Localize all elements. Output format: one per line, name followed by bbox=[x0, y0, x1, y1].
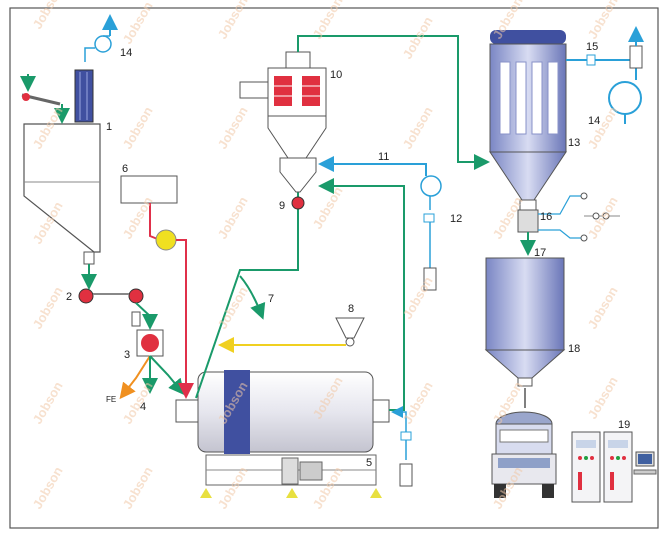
hot-air-duct-2 bbox=[176, 239, 194, 399]
svg-text:Jobson: Jobson bbox=[120, 379, 156, 427]
circulation-pump bbox=[155, 229, 177, 251]
additive-feeder bbox=[345, 337, 355, 347]
flow-to-dryer bbox=[149, 355, 185, 396]
label-14-exhaust-fan: 14 bbox=[588, 115, 600, 127]
svg-text:Jobson: Jobson bbox=[215, 194, 251, 242]
label-fe: FE bbox=[106, 395, 116, 404]
label-4: 4 bbox=[140, 401, 146, 413]
svg-text:Jobson: Jobson bbox=[30, 284, 66, 332]
label-13: 13 bbox=[568, 137, 580, 149]
pulse-valves bbox=[538, 192, 620, 242]
additive-hopper bbox=[335, 317, 365, 339]
rotary-dryer bbox=[175, 370, 390, 498]
svg-text:Jobson: Jobson bbox=[215, 464, 251, 512]
product-silo bbox=[484, 257, 566, 387]
conveyor-motor bbox=[22, 93, 30, 101]
exhaust-valve-15 bbox=[586, 54, 596, 66]
label-2: 2 bbox=[66, 291, 72, 303]
inlet-valve bbox=[400, 431, 412, 441]
svg-text:Jobson: Jobson bbox=[310, 184, 346, 232]
flow-inlet-air bbox=[391, 406, 407, 460]
svg-text:Jobson: Jobson bbox=[30, 464, 66, 512]
svg-text:Jobson: Jobson bbox=[120, 104, 156, 152]
svg-text:Jobson: Jobson bbox=[215, 0, 251, 42]
label-5: 5 bbox=[366, 457, 372, 469]
exhaust-silencer bbox=[629, 45, 643, 69]
svg-text:Jobson: Jobson bbox=[400, 379, 436, 427]
exhaust-duct bbox=[566, 59, 637, 80]
flow-to-crusher bbox=[135, 302, 158, 330]
svg-text:Jobson: Jobson bbox=[585, 104, 621, 152]
label-15: 15 bbox=[586, 41, 598, 53]
svg-text:Jobson: Jobson bbox=[215, 284, 251, 332]
control-cabinets bbox=[571, 431, 657, 503]
svg-text:Jobson: Jobson bbox=[400, 104, 436, 152]
label-18: 18 bbox=[568, 343, 580, 355]
svg-text:Jobson: Jobson bbox=[585, 0, 621, 42]
flow-fe-out bbox=[119, 355, 151, 400]
bag-filter bbox=[489, 30, 567, 233]
air-filter-12 bbox=[423, 267, 437, 291]
label-3: 3 bbox=[124, 349, 130, 361]
svg-text:Jobson: Jobson bbox=[400, 274, 436, 322]
return-fan bbox=[420, 175, 442, 210]
rotary-valve-right bbox=[128, 288, 144, 304]
label-10: 10 bbox=[330, 69, 342, 81]
label-8: 8 bbox=[348, 303, 354, 315]
label-1: 1 bbox=[106, 121, 112, 133]
svg-text:Jobson: Jobson bbox=[585, 374, 621, 422]
cyclone-rotary-valve bbox=[291, 196, 305, 210]
svg-text:Jobson: Jobson bbox=[120, 464, 156, 512]
inlet-filter bbox=[399, 463, 413, 487]
flow-to-bagfilter bbox=[297, 35, 490, 170]
label-17: 17 bbox=[534, 247, 546, 259]
hopper-fan bbox=[84, 14, 118, 62]
label-16: 16 bbox=[540, 211, 552, 223]
cyclone-separator bbox=[239, 51, 327, 193]
svg-text:Jobson: Jobson bbox=[215, 104, 251, 152]
label-9: 9 bbox=[279, 200, 285, 212]
svg-text:Jobson: Jobson bbox=[120, 0, 156, 47]
crusher-rotor bbox=[141, 334, 159, 352]
svg-text:Jobson: Jobson bbox=[585, 284, 621, 332]
label-19: 19 bbox=[618, 419, 630, 431]
hot-air-box bbox=[120, 175, 178, 204]
flow-branch-7 bbox=[239, 275, 266, 320]
diagram-frame bbox=[9, 7, 659, 529]
label-7: 7 bbox=[268, 293, 274, 305]
svg-text:Jobson: Jobson bbox=[30, 0, 66, 32]
rotary-valve-left bbox=[78, 288, 94, 304]
air-valve-12 bbox=[423, 213, 435, 223]
svg-text:Jobson: Jobson bbox=[400, 14, 436, 62]
label-11: 11 bbox=[378, 151, 389, 163]
label-12: 12 bbox=[450, 213, 462, 225]
valve-body bbox=[131, 311, 141, 327]
flow-cyclone-to-dryer bbox=[195, 192, 299, 399]
flow-return-air bbox=[318, 156, 427, 176]
label-14-hopper-fan: 14 bbox=[120, 47, 132, 59]
label-6: 6 bbox=[122, 163, 128, 175]
svg-text:Jobson: Jobson bbox=[30, 379, 66, 427]
bulk-truck bbox=[491, 411, 557, 498]
svg-text:Jobson: Jobson bbox=[585, 194, 621, 242]
